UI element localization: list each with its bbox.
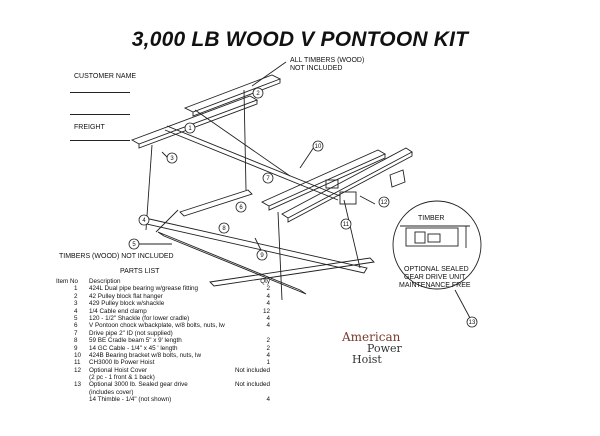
cable-right-1 [343,199,361,269]
cradle-beam-front [141,217,368,274]
balloon-2: 2 [252,87,264,99]
svg-text:2: 2 [256,91,260,97]
top-timber-center [183,74,282,117]
svg-text:3: 3 [170,156,174,162]
svg-text:1: 1 [188,126,192,132]
detail-timber-label: TIMBER [418,215,445,222]
parts-row: (2 pc - 1 front & 1 back) [89,374,155,382]
svg-text:9: 9 [260,253,264,259]
balloon-7: 7 [262,172,274,184]
timbers-top-note-line1: ALL TIMBERS (WOOD) [290,57,365,64]
cable-right-2 [277,211,283,301]
svg-text:11: 11 [343,222,350,228]
cradle-beam-bottom [209,257,375,287]
svg-text:8: 8 [222,226,226,232]
balloon-3: 3 [166,152,178,164]
balloon-13: 13 [466,316,478,328]
parts-list-header: Item No Description Qty [56,278,270,285]
header-item-no: Item No [56,278,79,285]
svg-text:10: 10 [315,144,322,150]
cable-center [243,89,247,191]
parts-list-title: PARTS LIST [120,268,160,275]
hoist-cover [389,169,406,188]
parts-row: 14 Thimble - 1/4" (not shown)4 [89,396,270,404]
brand-logo-line2: Power [367,342,402,355]
header-description: Description [89,278,121,285]
balloon-8: 8 [218,222,230,234]
header-qty: Qty [260,278,270,285]
brand-logo-line3: Hoist [352,353,382,366]
customer-name-line-2 [70,114,130,115]
drive-pipe [164,129,339,201]
top-timber-left [130,95,259,149]
svg-text:6: 6 [239,205,243,211]
balloon-12: 12 [378,196,390,208]
balloon-1: 1 [184,122,196,134]
balloon-9: 9 [256,249,268,261]
svg-text:4: 4 [142,218,146,224]
customer-name-line [70,92,130,93]
brand-logo-line1: American [342,330,401,344]
freight-label: FREIGHT [74,124,105,131]
page-title: 3,000 LB WOOD V PONTOON KIT [131,28,469,51]
parts-row: (includes cover) [89,388,134,396]
detail-note-line3: MAINTENANCE FREE [399,282,471,289]
svg-text:7: 7 [266,176,270,182]
timbers-top-note-line2: NOT INCLUDED [290,65,343,72]
detail-note-line1: OPTIONAL SEALED [404,266,469,273]
balloon-10: 10 [312,140,324,152]
gear-drive-detail [392,200,482,290]
detail-note-line2: GEAR DRIVE UNIT [404,274,466,281]
svg-text:12: 12 [381,200,388,206]
customer-name-label: CUSTOMER NAME [74,73,137,80]
balloon-11: 11 [340,218,352,230]
timbers-bottom-note: TIMBERS (WOOD) NOT INCLUDED [59,253,174,260]
balloon-6: 6 [235,201,247,213]
svg-text:5: 5 [132,242,136,248]
right-timber-lower [281,147,413,223]
cradle-beam-rear [157,231,307,295]
cradle-support [179,189,253,217]
svg-text:13: 13 [469,320,476,326]
freight-line [70,140,130,141]
power-hoist [339,191,357,205]
right-timber-upper [261,149,386,211]
balloon-4: 4 [138,214,150,226]
balloon-5: 5 [128,238,140,250]
